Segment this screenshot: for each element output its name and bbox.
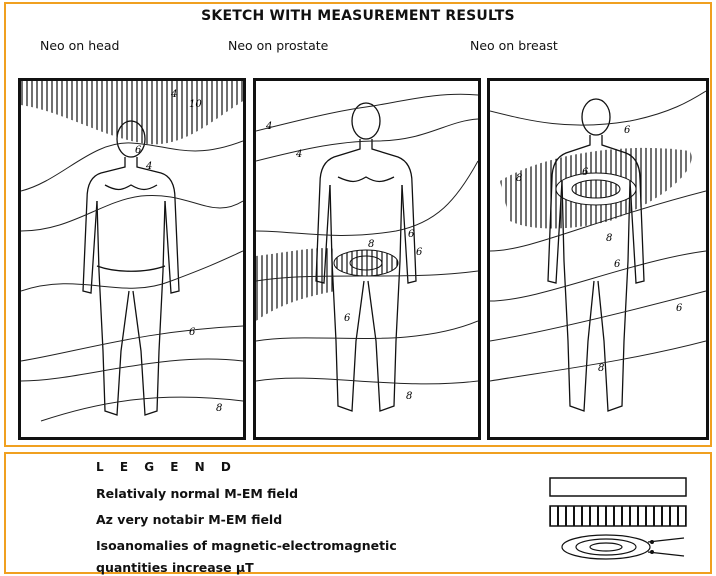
contour-label: 8 <box>516 173 522 184</box>
contour-label: 6 <box>676 303 683 314</box>
contour-label: 10 <box>189 99 202 110</box>
figure-title: SKETCH WITH MEASUREMENT RESULTS <box>0 8 716 24</box>
panel-label-breast: Neo on breast <box>470 38 558 53</box>
body-outline <box>83 121 179 415</box>
panel-neo-on-breast: 6 8 6 8 6 8 6 <box>487 78 709 440</box>
contour-label: 6 <box>614 259 621 270</box>
blank-rectangle-icon <box>548 476 688 498</box>
legend-heading: L E G E N D <box>96 460 237 474</box>
concentric-isoline-icon <box>548 530 688 564</box>
contour-label: 8 <box>598 363 604 374</box>
contour-label: 6 <box>189 327 196 338</box>
isoline-group <box>21 141 243 421</box>
breast-sketch: 6 8 6 8 6 8 6 <box>490 81 706 437</box>
legend-isoanomalies: Isoanomalies of magnetic-electromagnetic <box>96 538 397 553</box>
anomaly-hatch <box>256 248 336 321</box>
head-sketch: 4 10 6 4 6 8 <box>21 81 243 437</box>
legend-isoanomalies-continuation: quantities increase μT <box>96 560 254 575</box>
contour-label: 6 <box>582 167 589 178</box>
contour-label: 6 <box>135 145 142 156</box>
contour-label: 8 <box>606 233 612 244</box>
anomaly-hatch <box>21 81 243 144</box>
anomaly-center <box>334 250 398 276</box>
contour-label: 6 <box>624 125 631 136</box>
contour-label: 8 <box>216 403 222 414</box>
contour-label: 6 <box>416 247 423 258</box>
panel-neo-on-head: 4 10 6 4 6 8 <box>18 78 246 440</box>
isoline-group <box>256 94 478 384</box>
contour-label: 8 <box>368 239 374 250</box>
contour-label: 4 <box>145 161 152 172</box>
contour-label: 4 <box>170 89 177 100</box>
legend-normal-field: Relativaly normal M-EM field <box>96 486 298 501</box>
contour-label: 6 <box>408 229 415 240</box>
contour-label: 6 <box>344 313 351 324</box>
contour-label: 4 <box>265 121 272 132</box>
anomaly-center <box>572 180 620 198</box>
contour-label: 8 <box>406 391 412 402</box>
panel-label-prostate: Neo on prostate <box>228 38 328 53</box>
hatched-rectangle-icon <box>548 504 688 528</box>
panel-label-head: Neo on head <box>40 38 119 53</box>
contour-label: 4 <box>295 149 302 160</box>
panel-neo-on-prostate: 4 4 6 8 6 6 8 <box>253 78 481 440</box>
prostate-sketch: 4 4 6 8 6 6 8 <box>256 81 478 437</box>
legend-notable-field: Az very notabir M-EM field <box>96 512 282 527</box>
